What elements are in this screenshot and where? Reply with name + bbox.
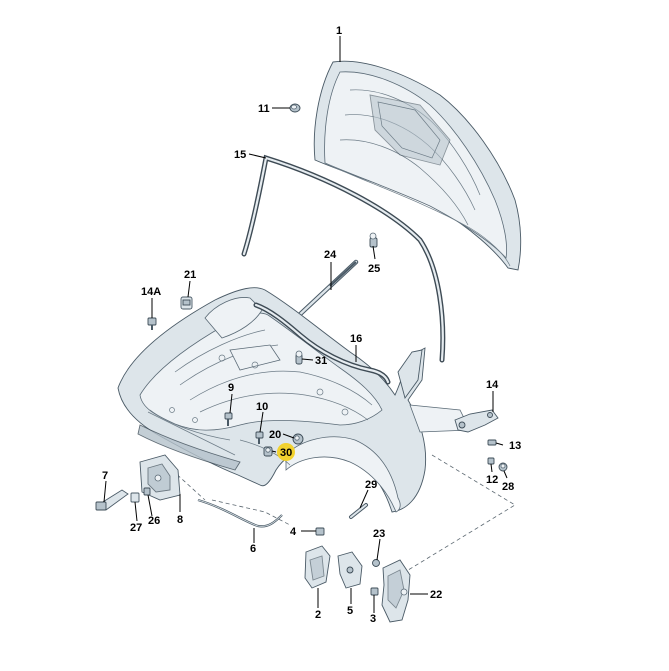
- callout-16[interactable]: 16: [350, 333, 362, 345]
- callout-20[interactable]: 20: [269, 429, 281, 441]
- callout-30[interactable]: 30: [280, 447, 292, 459]
- callout-labels: 1 11 15 24 25 21 14A 16 31 14 9 10 20 30…: [102, 25, 521, 625]
- callout-28[interactable]: 28: [502, 481, 514, 493]
- callout-1[interactable]: 1: [336, 25, 342, 37]
- part-14a-bolt: [147, 317, 157, 330]
- callout-24[interactable]: 24: [324, 249, 337, 261]
- part-20-bump-stop: [292, 433, 304, 445]
- part-11-clip: [289, 103, 301, 113]
- parts-26-27: [130, 487, 151, 503]
- callout-12[interactable]: 12: [486, 474, 498, 486]
- callout-11[interactable]: 11: [258, 103, 270, 115]
- part-29-rod: [349, 503, 368, 519]
- callout-6[interactable]: 6: [250, 543, 256, 555]
- hood-panel: [313, 60, 522, 271]
- callout-10[interactable]: 10: [256, 401, 268, 413]
- part-30-highlight: [277, 443, 295, 461]
- callout-8[interactable]: 8: [177, 514, 183, 526]
- part-14-hinge: [454, 409, 499, 433]
- fasteners-right: [487, 439, 508, 472]
- callout-31[interactable]: 31: [315, 355, 327, 367]
- part-9-bolt: [224, 412, 233, 426]
- part-22-latch-plate: [381, 559, 411, 623]
- part-7-lever: [95, 489, 129, 511]
- callout-2[interactable]: 2: [315, 609, 321, 621]
- part-30-clip: [263, 446, 273, 457]
- callout-23[interactable]: 23: [373, 528, 385, 540]
- leader-lines: [103, 36, 508, 613]
- callout-29[interactable]: 29: [365, 479, 377, 491]
- part-15-seal: [241, 154, 446, 363]
- callout-15[interactable]: 15: [234, 149, 246, 161]
- callout-14a[interactable]: 14A: [141, 286, 161, 298]
- callout-22[interactable]: 22: [430, 589, 442, 601]
- callout-7[interactable]: 7: [102, 470, 108, 482]
- part-21-bracket: [180, 296, 193, 310]
- callout-13[interactable]: 13: [509, 440, 521, 452]
- part-2-handle: [304, 545, 331, 589]
- callout-14[interactable]: 14: [486, 379, 499, 391]
- front-body-structure: [117, 287, 471, 513]
- callout-21[interactable]: 21: [184, 269, 196, 281]
- parts-23-3: [370, 559, 380, 596]
- part-25-ball-stud: [369, 232, 378, 248]
- part-5-bracket: [337, 551, 363, 589]
- callout-9[interactable]: 9: [228, 382, 234, 394]
- part-10-bolt: [255, 431, 264, 444]
- callout-27[interactable]: 27: [130, 522, 142, 534]
- callout-5[interactable]: 5: [347, 605, 353, 617]
- part-6-cable: [197, 498, 283, 528]
- part-4-bolt: [315, 527, 325, 536]
- callout-26[interactable]: 26: [148, 515, 160, 527]
- part-31-clip: [295, 350, 303, 365]
- part-24-gas-strut: [293, 259, 359, 321]
- part-16-seal: [253, 302, 391, 385]
- callout-25[interactable]: 25: [368, 263, 380, 275]
- callout-3[interactable]: 3: [370, 613, 376, 625]
- callout-4[interactable]: 4: [290, 526, 297, 538]
